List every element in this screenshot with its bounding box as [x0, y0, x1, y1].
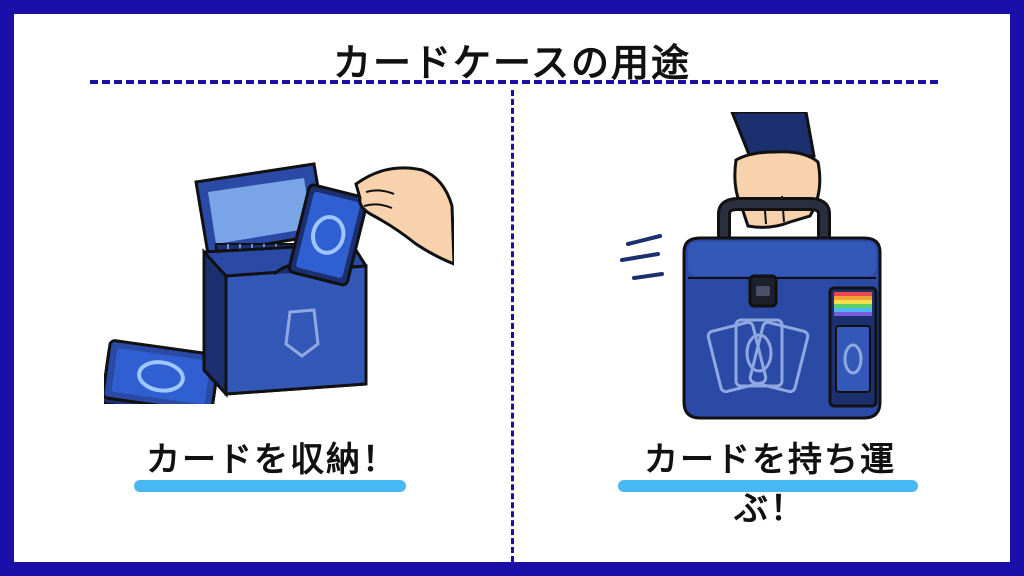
- right-caption: カードを持ち運ぶ！: [644, 440, 896, 529]
- case-body: [682, 236, 882, 420]
- box-lid: [194, 162, 328, 256]
- title-divider: [90, 80, 938, 84]
- card-stack: [104, 339, 221, 404]
- content-frame: カードケースの用途: [14, 14, 1010, 562]
- inserted-card: [287, 183, 369, 287]
- right-caption-underline: [618, 480, 918, 492]
- center-divider: [511, 90, 514, 562]
- card-box-illustration: [104, 162, 454, 404]
- left-caption: カードを収納！: [146, 440, 398, 480]
- rainbow-card-edges: [834, 292, 872, 316]
- motion-lines-icon: [620, 234, 664, 280]
- hand-icon: [354, 166, 454, 266]
- carry-case-illustration: [620, 112, 882, 420]
- page-title: カードケースの用途: [332, 41, 692, 85]
- case-handle: [717, 197, 831, 242]
- left-caption-underline: [134, 480, 406, 492]
